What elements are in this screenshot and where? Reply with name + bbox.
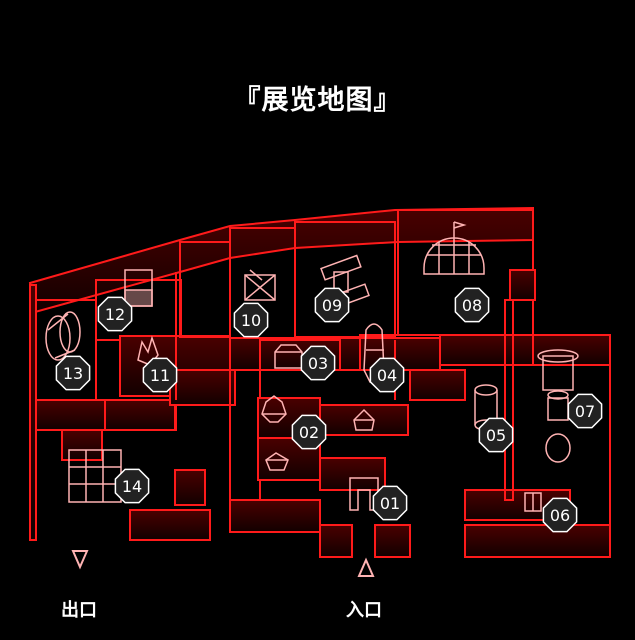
room-06b	[464, 524, 611, 558]
gem-icon-2	[353, 408, 375, 431]
booth-badge-octagon	[55, 355, 91, 391]
entrance-label: 入口	[346, 600, 382, 621]
walls	[28, 206, 611, 558]
booth-number: 13	[63, 364, 83, 383]
booth-badge-13[interactable]: 13	[55, 355, 91, 391]
booth-badge-06[interactable]: 06	[542, 497, 578, 533]
gem-icon	[261, 395, 287, 423]
booth-badge-octagon	[233, 302, 269, 338]
block-c	[174, 469, 206, 506]
arch-icon	[349, 477, 379, 511]
booth-badge-07[interactable]: 07	[567, 393, 603, 429]
booth-badge-octagon	[372, 485, 408, 521]
drum-icon	[45, 311, 81, 361]
exit-marker-icon	[71, 550, 89, 570]
cube-icon	[524, 492, 542, 512]
booth-number: 06	[550, 506, 570, 525]
room-03	[259, 339, 341, 371]
exhibits	[45, 221, 579, 512]
booth-number: 01	[380, 494, 400, 513]
booth-badge-octagon	[314, 287, 350, 323]
booth-number: 14	[122, 477, 142, 496]
entrance-marker-icon	[357, 557, 375, 577]
booth-badge-11[interactable]: 11	[142, 357, 178, 393]
booth-badges: 01 02 03 04 05 06 07 08 09 10 11 12 13 14	[55, 287, 603, 533]
block-b	[169, 369, 236, 406]
booth-badge-octagon	[454, 287, 490, 323]
booth-badge-octagon	[291, 414, 327, 450]
booth-badge-octagon	[567, 393, 603, 429]
room-01d	[374, 524, 411, 558]
crate-icon	[244, 269, 276, 301]
room-05	[409, 369, 466, 401]
booth-number: 09	[322, 296, 342, 315]
gem-icon-3	[265, 452, 289, 471]
booth-badge-09[interactable]: 09	[314, 287, 350, 323]
booth-number: 11	[150, 366, 170, 385]
booth-number: 05	[486, 426, 506, 445]
booth-number: 04	[377, 366, 397, 385]
booth-badge-12[interactable]: 12	[97, 296, 133, 332]
frame-icon	[124, 269, 153, 307]
booth-badge-10[interactable]: 10	[233, 302, 269, 338]
booth-badge-octagon	[300, 345, 336, 381]
booth-number: 03	[308, 354, 328, 373]
booth-badge-octagon	[369, 357, 405, 393]
booth-badge-octagon	[114, 468, 150, 504]
booth-badge-octagon	[478, 417, 514, 453]
booth-badge-octagon	[142, 357, 178, 393]
room-01c	[319, 524, 353, 558]
block-d	[129, 509, 211, 541]
booth-badge-02[interactable]: 02	[291, 414, 327, 450]
room-01b	[319, 457, 386, 491]
block-a	[104, 399, 176, 431]
booth-badge-05[interactable]: 05	[478, 417, 514, 453]
dome-icon	[423, 221, 485, 275]
booth-number: 12	[105, 305, 125, 324]
lamp-icon	[537, 349, 579, 463]
room-07	[509, 269, 536, 301]
page-title: 『展览地图』	[233, 85, 402, 116]
box-icon	[274, 344, 303, 369]
booth-number: 08	[462, 296, 482, 315]
booth-badge-14[interactable]: 14	[114, 468, 150, 504]
room-14	[61, 429, 103, 461]
booth-badge-01[interactable]: 01	[372, 485, 408, 521]
block-e	[229, 499, 321, 533]
booth-badge-04[interactable]: 04	[369, 357, 405, 393]
booth-badge-03[interactable]: 03	[300, 345, 336, 381]
booth-number: 10	[241, 311, 261, 330]
booth-badge-octagon	[542, 497, 578, 533]
booth-badge-08[interactable]: 08	[454, 287, 490, 323]
booth-number: 02	[299, 423, 319, 442]
right-col	[504, 299, 514, 501]
exit-label: 出口	[61, 600, 97, 621]
booth-badge-octagon	[97, 296, 133, 332]
booth-number: 07	[575, 402, 595, 421]
